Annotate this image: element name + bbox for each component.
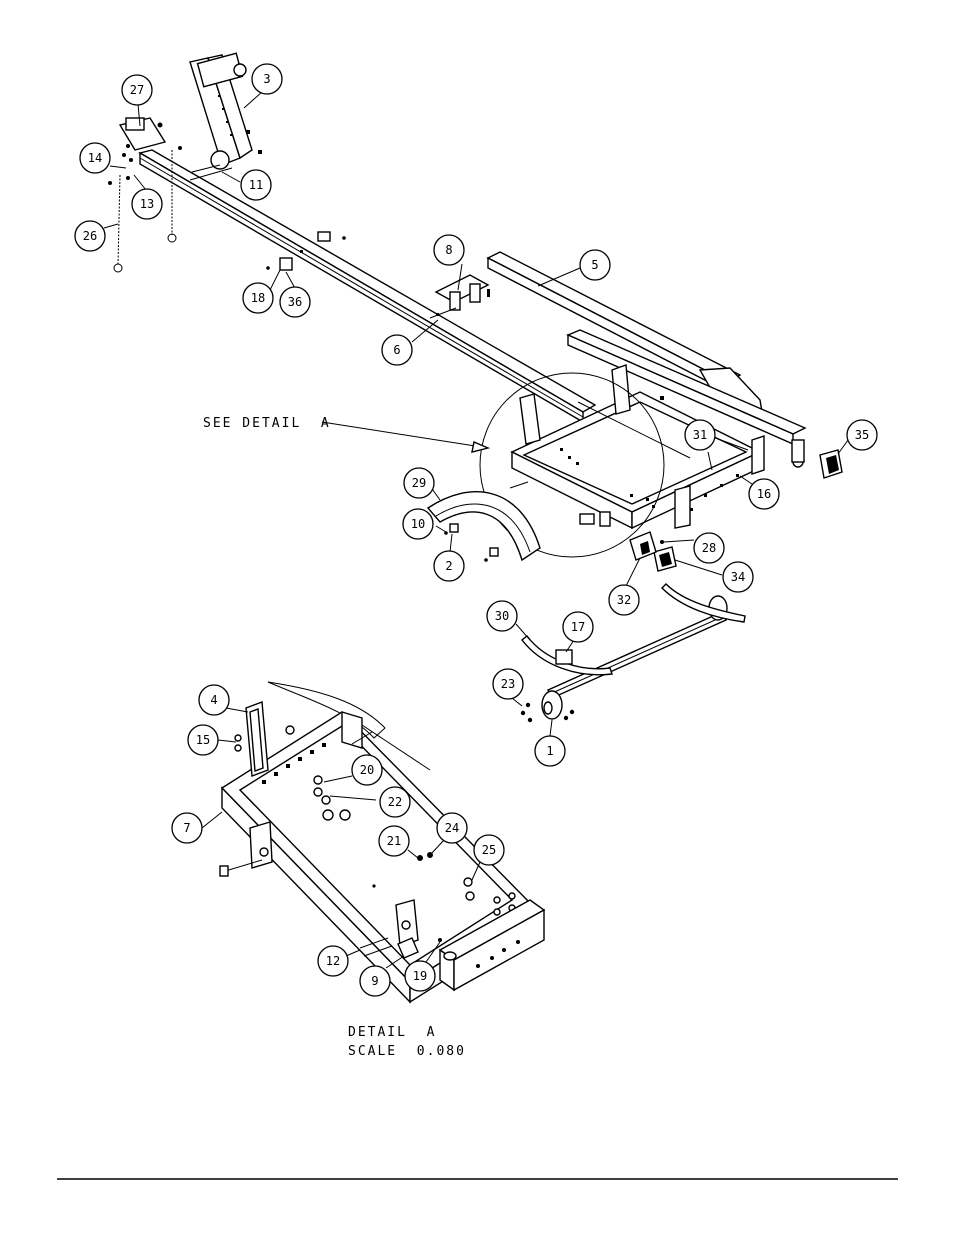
svg-text:3: 3 [263,72,270,86]
callout-32: 32 [608,584,640,616]
svg-text:22: 22 [388,795,402,809]
svg-text:14: 14 [88,151,102,165]
detail-end-plate [372,884,546,992]
svg-text:12: 12 [326,954,340,968]
svg-text:18: 18 [251,291,265,305]
callout-14: 14 [79,142,111,174]
post-holes [218,95,232,136]
callout-20: 20 [351,754,383,786]
callout-18: 18 [242,282,274,314]
winch-post [189,52,262,181]
svg-text:27: 27 [130,83,144,97]
callout-29: 29 [403,467,435,499]
tongue-tube [138,149,597,424]
svg-text:25: 25 [482,843,496,857]
callout-17: 17 [562,611,594,643]
axle [520,595,728,723]
svg-text:21: 21 [387,834,401,848]
safety-chains [108,146,182,273]
svg-text:9: 9 [371,974,378,988]
svg-text:5: 5 [591,258,598,272]
callout-15: 15 [187,724,219,756]
svg-text:15: 15 [196,733,210,747]
callout-6: 6 [381,334,413,366]
callout-31: 31 [684,419,716,451]
detail-a [219,681,546,1004]
callout-5: 5 [579,249,611,281]
callout-30: 30 [486,600,518,632]
callout-19: 19 [404,960,436,992]
detail-hole-row [262,743,326,784]
svg-text:26: 26 [83,229,97,243]
svg-text:6: 6 [393,343,400,357]
callout-4: 4 [198,684,230,716]
detail-circle [479,372,665,558]
fender [426,491,541,562]
svg-text:2: 2 [445,559,452,573]
callout-36: 36 [279,286,311,318]
callout-7: 7 [171,812,203,844]
svg-text:8: 8 [445,243,452,257]
svg-text:24: 24 [445,821,459,835]
coupler [118,117,167,162]
svg-text:11: 11 [249,178,263,192]
svg-text:13: 13 [140,197,154,211]
detail-title: DETAIL A [348,1025,436,1040]
frame-holes [560,448,739,511]
callout-13: 13 [131,188,163,220]
detail-light-bracket [234,701,295,777]
svg-text:34: 34 [731,570,745,584]
callout-9: 9 [359,965,391,997]
callout-16: 16 [748,478,780,510]
detail-scale: SCALE 0.080 [348,1044,466,1059]
svg-text:17: 17 [571,620,585,634]
see-detail-note: SEE DETAIL A [203,416,331,431]
callout-8: 8 [433,234,465,266]
svg-text:32: 32 [617,593,631,607]
svg-text:30: 30 [495,609,509,623]
leader-lines [103,91,849,969]
bracket-8 [429,274,490,319]
svg-text:16: 16 [757,487,771,501]
callout-27: 27 [121,74,153,106]
svg-text:10: 10 [411,517,425,531]
detail-hardware [313,775,516,916]
svg-text:7: 7 [183,821,190,835]
svg-text:23: 23 [501,677,515,691]
callout-3: 3 [251,63,283,95]
svg-text:19: 19 [413,969,427,983]
callout-23: 23 [492,668,524,700]
svg-text:4: 4 [210,693,217,707]
tail-light-35 [819,449,843,479]
callout-22: 22 [379,786,411,818]
callout-25: 25 [473,834,505,866]
tail-light-34 [653,546,677,572]
spring-hanger [629,531,664,561]
svg-text:36: 36 [288,295,302,309]
callout-24: 24 [436,812,468,844]
callout-10: 10 [402,508,434,540]
main-assembly [108,52,843,723]
side-rail-lower [566,329,807,468]
callout-28: 28 [693,532,725,564]
leaf-springs [521,583,746,676]
callout-11: 11 [240,169,272,201]
callout-12: 12 [317,945,349,977]
callout-2: 2 [433,550,465,582]
callout-35: 35 [846,419,878,451]
callout-34: 34 [722,561,754,593]
svg-text:20: 20 [360,763,374,777]
callout-21: 21 [378,825,410,857]
svg-text:31: 31 [693,428,707,442]
callout-26: 26 [74,220,106,252]
svg-text:1: 1 [546,744,553,758]
svg-text:28: 28 [702,541,716,555]
svg-text:29: 29 [412,476,426,490]
callout-1: 1 [534,735,566,767]
svg-text:35: 35 [855,428,869,442]
